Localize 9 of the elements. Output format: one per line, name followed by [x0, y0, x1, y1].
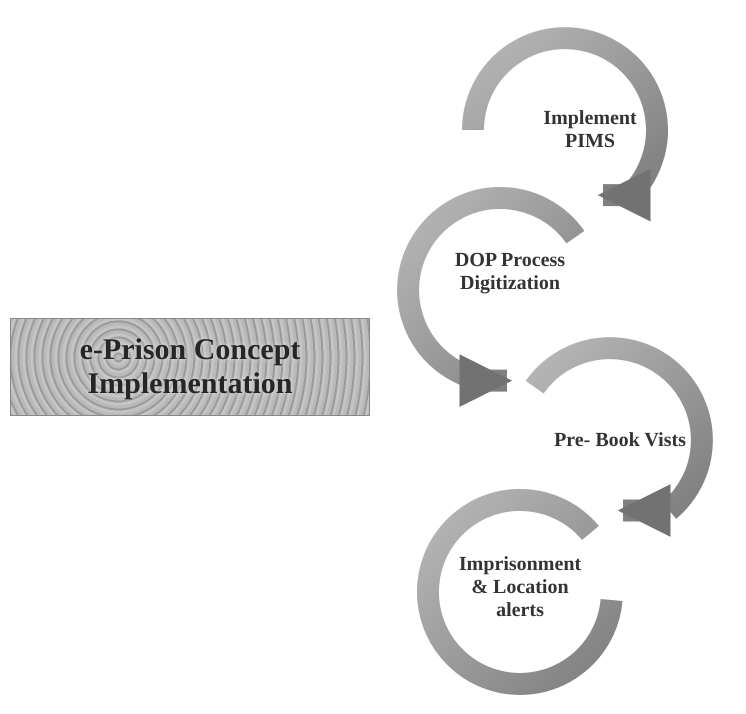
- step-label: Imprisonment & Location alerts: [458, 552, 582, 622]
- step-label: Implement PIMS: [542, 107, 638, 153]
- title-box: [10, 318, 370, 416]
- step-label: Pre- Book Vists: [554, 428, 686, 452]
- arrow: [618, 484, 671, 537]
- title-text: e-Prison Concept Implementation: [78, 332, 302, 402]
- step-label: DOP Process Digitization: [454, 249, 566, 295]
- arrow: [459, 354, 512, 407]
- arrow: [598, 168, 651, 222]
